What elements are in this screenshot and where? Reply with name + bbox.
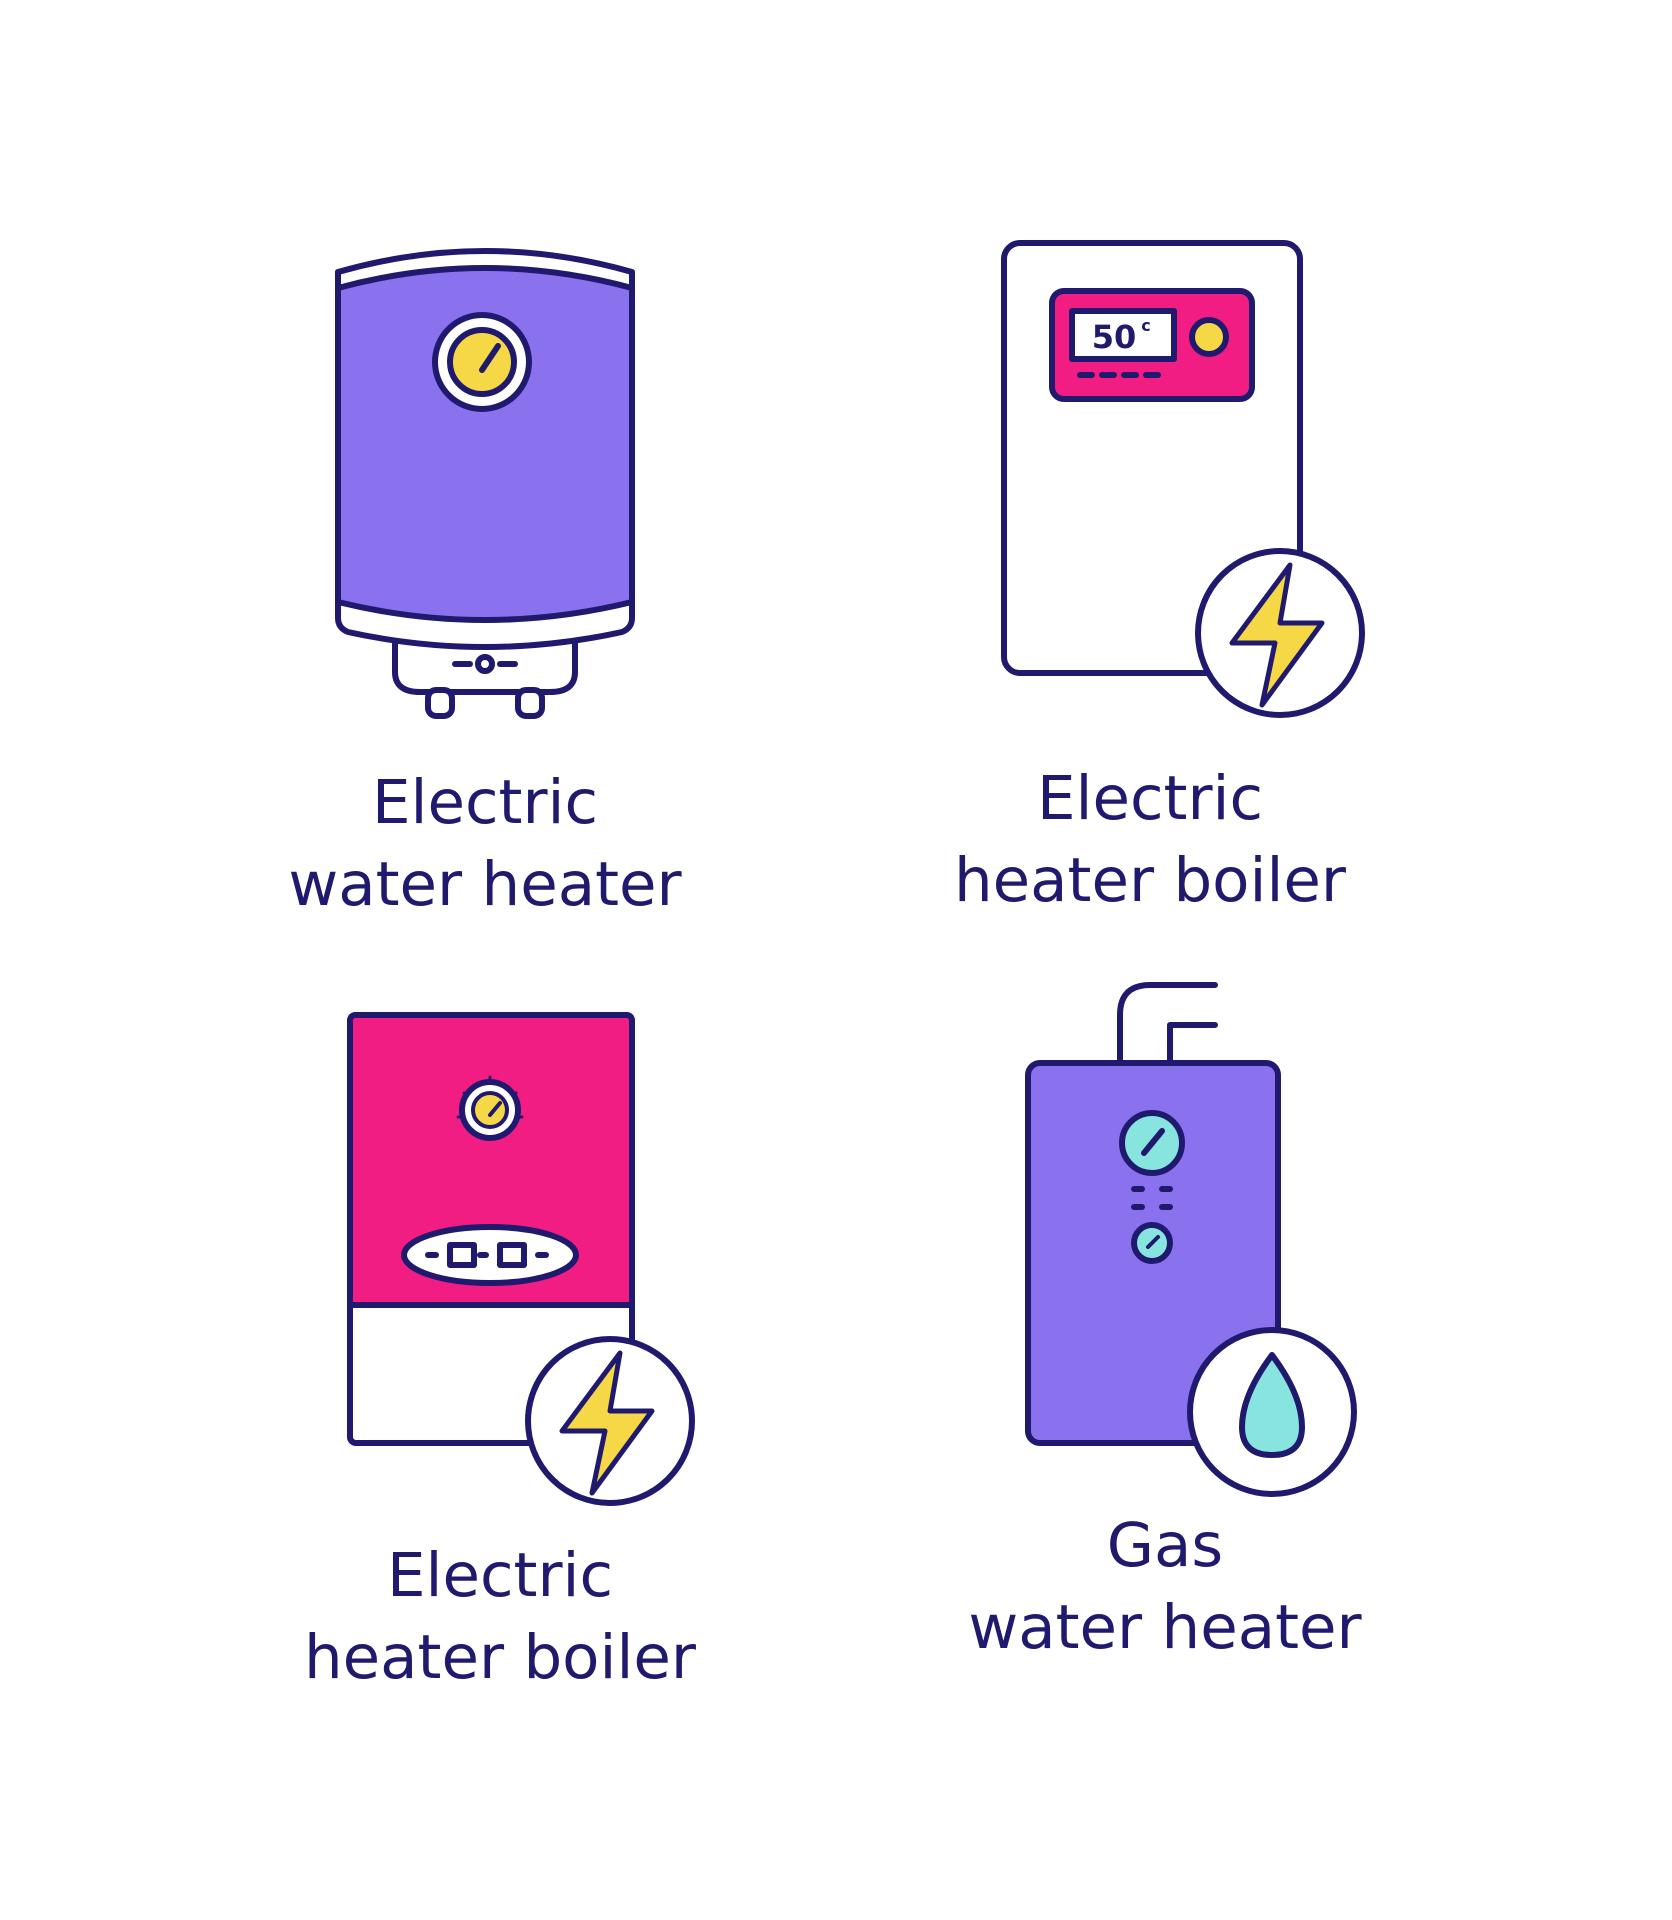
caption-electric-heater-boiler-bottom: Electric heater boiler bbox=[290, 1535, 710, 1699]
caption-line-2: heater boiler bbox=[953, 845, 1347, 916]
gas-water-heater-icon bbox=[1025, 982, 1357, 1497]
electric-water-heater-icon bbox=[335, 248, 635, 719]
caption-line-1: Electric bbox=[371, 767, 599, 838]
temperature-unit: c bbox=[1141, 316, 1150, 335]
caption-line-1: Electric bbox=[1036, 763, 1264, 834]
caption-line-1: Gas bbox=[1106, 1510, 1224, 1581]
electric-boiler-thermostat-icon: 50 c bbox=[1001, 240, 1365, 718]
caption-line-2: heater boiler bbox=[303, 1622, 697, 1693]
caption-line-2: water heater bbox=[968, 1592, 1362, 1663]
caption-gas-water-heater: Gas water heater bbox=[955, 1505, 1375, 1669]
caption-line-2: water heater bbox=[288, 849, 682, 920]
caption-line-1: Electric bbox=[386, 1540, 614, 1611]
caption-electric-heater-boiler-top: Electric heater boiler bbox=[940, 758, 1360, 922]
caption-electric-water-heater: Electric water heater bbox=[285, 762, 685, 926]
electric-boiler-icon bbox=[347, 1012, 695, 1506]
temperature-readout: 50 bbox=[1092, 318, 1137, 356]
